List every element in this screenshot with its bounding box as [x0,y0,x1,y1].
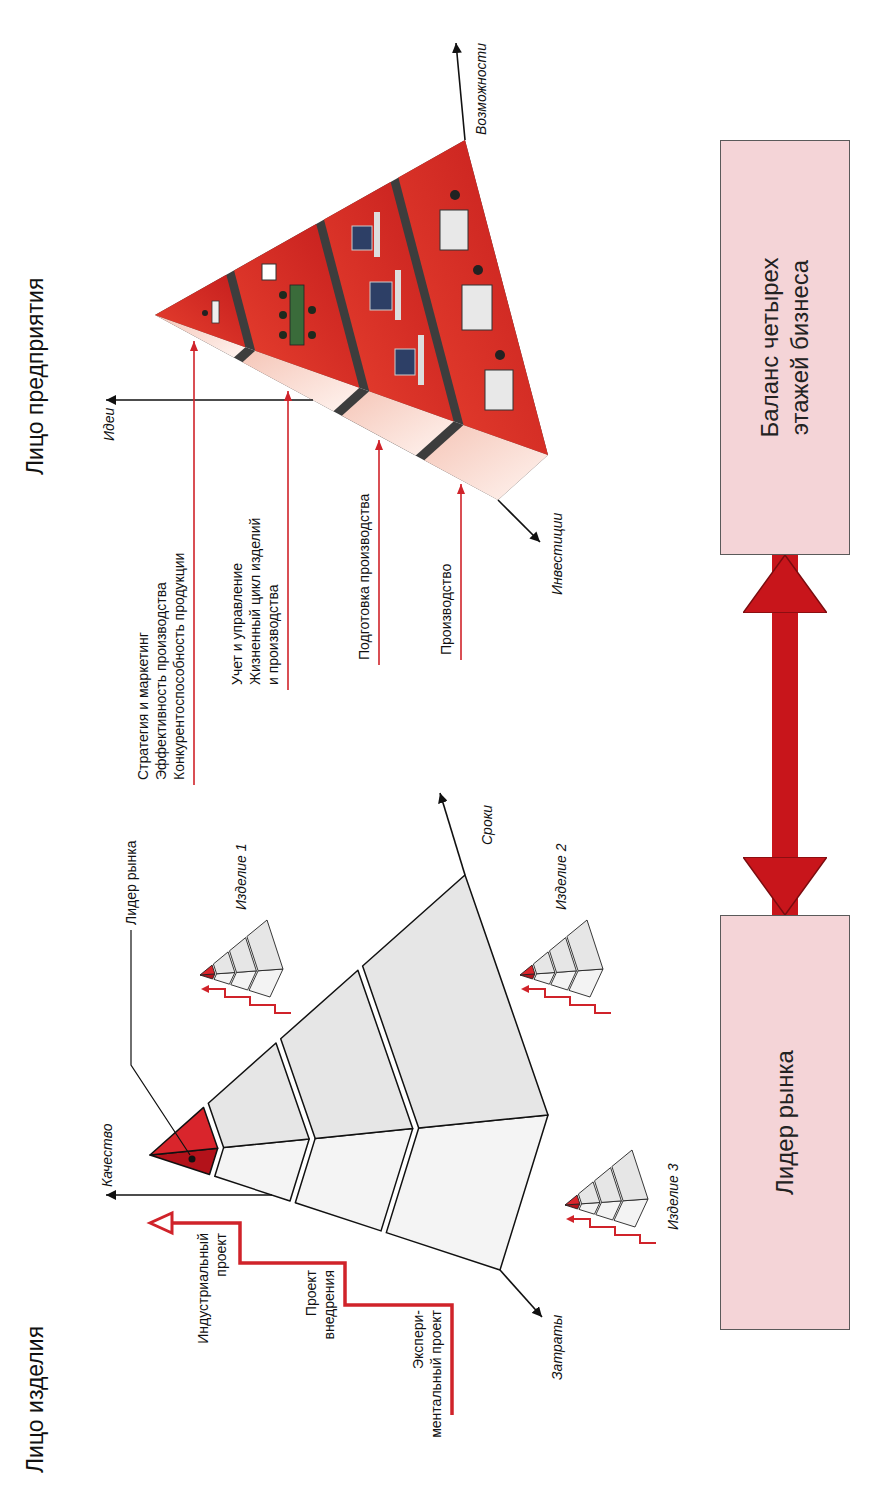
floor-label: Стратегия и маркетинг [134,632,152,780]
floor-label: Жизненный цикл изделий и производства [246,507,282,685]
axis-line [456,43,465,140]
product-label: Изделие 2 [552,843,570,910]
desk [418,335,424,385]
floor-label: Подготовка производства [355,494,373,660]
floor-label: Конкурентоспособность продукции [170,553,188,780]
floor-pointer [460,484,462,660]
pyramid-tier [215,1139,309,1201]
product-label: Изделие 1 [232,843,250,910]
monitor [395,349,415,375]
person [279,291,287,299]
person [308,331,316,339]
section-title: Лицо предприятия [22,278,50,475]
stage-label: Экспери- ментальный проект [409,1310,445,1442]
person [495,350,505,360]
axis-label: Идеи [100,408,118,441]
axis-line [500,1270,542,1317]
wall-picture [262,264,276,280]
axis-label: Возможности [472,43,490,135]
enterprise-pyramid [155,140,548,500]
product-label: Изделие 3 [664,1163,682,1230]
pyramid-tier [386,1115,548,1270]
axis-line [106,1194,272,1196]
person [202,310,208,316]
axis-label: Затраты [548,1315,566,1380]
person [308,306,316,314]
axis-label: Инвестиции [548,513,566,595]
person [450,190,460,200]
axis-label: Сроки [478,805,496,845]
floor-label: Учет и управление [228,563,246,685]
floor-label: Производство [437,564,455,655]
stage-label: Индустриальный проект [194,1233,230,1345]
monitor [352,226,372,250]
person [279,311,287,319]
floor-pointer [287,391,289,690]
machine [462,285,492,330]
pyramid-tier [363,875,548,1128]
person [279,331,287,339]
floor-label: Эффективность производства [152,582,170,780]
axis-line [498,500,540,542]
meeting-table [290,285,304,345]
monitor [370,282,392,310]
product-pyramid [150,875,548,1270]
machine [440,210,468,250]
leader-dot [189,1156,196,1163]
axis-line [106,399,313,401]
mini-pyramid [520,920,611,1013]
pink-box: Баланс четырех этажей бизнеса [720,140,850,555]
stage-label: Проект внедрения [302,1270,338,1355]
hollow-arrowhead [150,1213,172,1233]
floor-pointer [378,440,380,665]
pink-box: Лидер рынка [720,915,850,1330]
box-text: Баланс четырех этажей бизнеса [755,228,815,468]
axis-label: Качество [98,1124,116,1187]
leader-line [131,930,190,1155]
floor-pointer [193,341,195,785]
double-arrow [772,555,798,915]
box-text: Лидер рынка [770,1050,800,1195]
pyramid-tier [398,140,548,455]
machine [485,370,513,410]
pyramid-tier [155,275,245,348]
axis-line [440,793,465,875]
desk [395,270,401,320]
floor-slab [155,140,548,455]
callout-label: Лидер рынка [122,841,140,925]
mini-pyramid [200,920,291,1013]
section-title: Лицо изделия [22,1326,50,1473]
person [473,265,483,275]
mini-pyramid [565,1150,656,1243]
pyramid-tip [150,1107,218,1155]
desk [212,301,219,323]
desk [374,212,380,257]
